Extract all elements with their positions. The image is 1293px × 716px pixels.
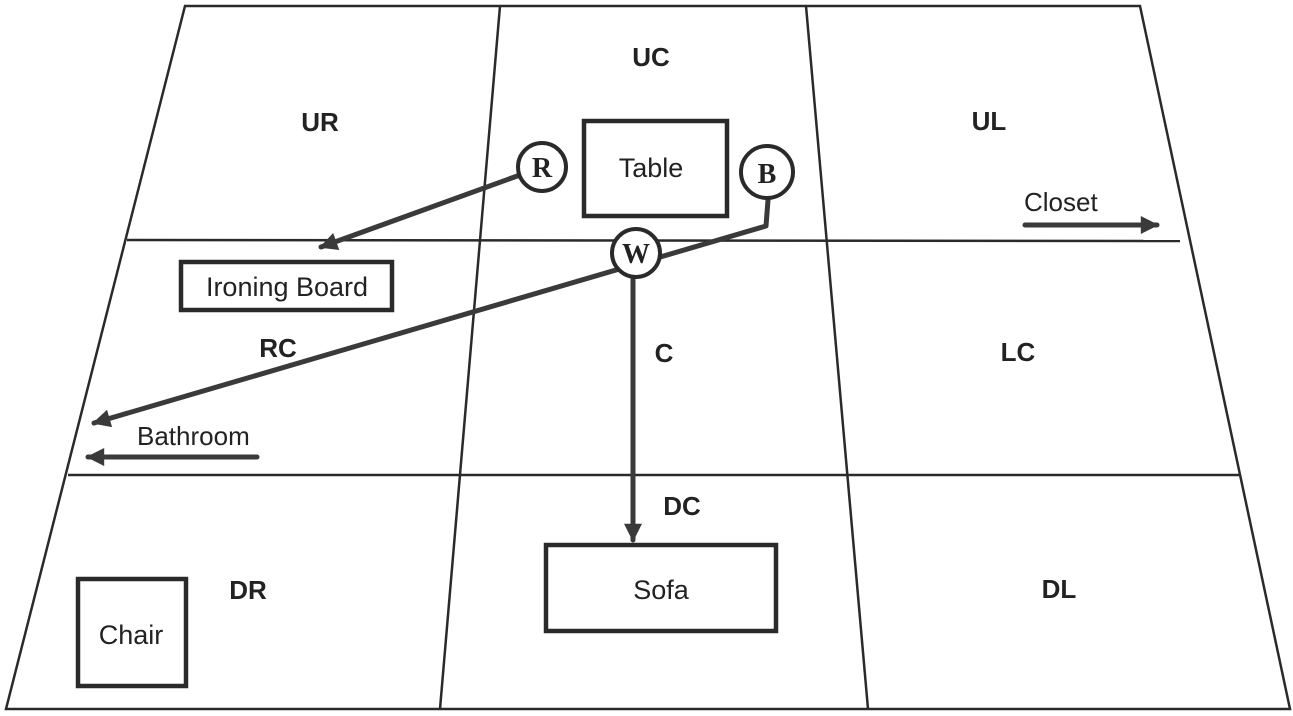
actor-r: R <box>516 141 568 193</box>
area-label-rc: RC <box>259 333 297 363</box>
area-label-ur: UR <box>301 107 339 137</box>
actor-b-letter: B <box>758 159 777 190</box>
actor-w: W <box>610 227 662 279</box>
actor-r-letter: R <box>532 153 553 184</box>
prop-sofa: Sofa <box>543 542 779 634</box>
area-label-lc: LC <box>1001 337 1036 367</box>
area-label-c: C <box>655 338 674 368</box>
chair-label: Chair <box>99 620 164 650</box>
area-label-ul: UL <box>972 106 1007 136</box>
area-label-dl: DL <box>1042 574 1077 604</box>
ironing-board-label: Ironing Board <box>206 272 368 302</box>
actor-w-letter: W <box>622 239 650 270</box>
blocking-arrows <box>85 172 1160 543</box>
actor-b-circle <box>739 144 795 200</box>
area-label-uc: UC <box>632 42 670 72</box>
actor-b: B <box>739 144 795 200</box>
grid-line-left <box>438 5 502 710</box>
area-label-dc: DC <box>663 491 701 521</box>
area-label-dr: DR <box>229 575 267 605</box>
prop-chair: Chair <box>75 576 189 689</box>
sofa-label: Sofa <box>633 575 690 605</box>
table-label: Table <box>619 153 684 183</box>
b-to-bathroom-arrow <box>91 197 771 428</box>
bathroom-exit-label: Bathroom <box>137 421 250 451</box>
r-to-ironing-board-arrow <box>318 172 523 250</box>
grid-line-right <box>804 5 870 710</box>
closet-exit-label: Closet <box>1024 187 1098 217</box>
table-box <box>581 118 730 219</box>
stage-outline <box>4 4 1292 711</box>
actor-w-circle <box>610 227 662 279</box>
sofa-box <box>543 542 779 634</box>
prop-table: Table <box>581 118 730 219</box>
chair-box <box>75 576 189 689</box>
stage-grid <box>4 4 1292 711</box>
prop-ironing-board: Ironing Board <box>178 259 395 313</box>
actor-r-circle <box>516 141 568 193</box>
ironing-board-box <box>178 259 395 313</box>
